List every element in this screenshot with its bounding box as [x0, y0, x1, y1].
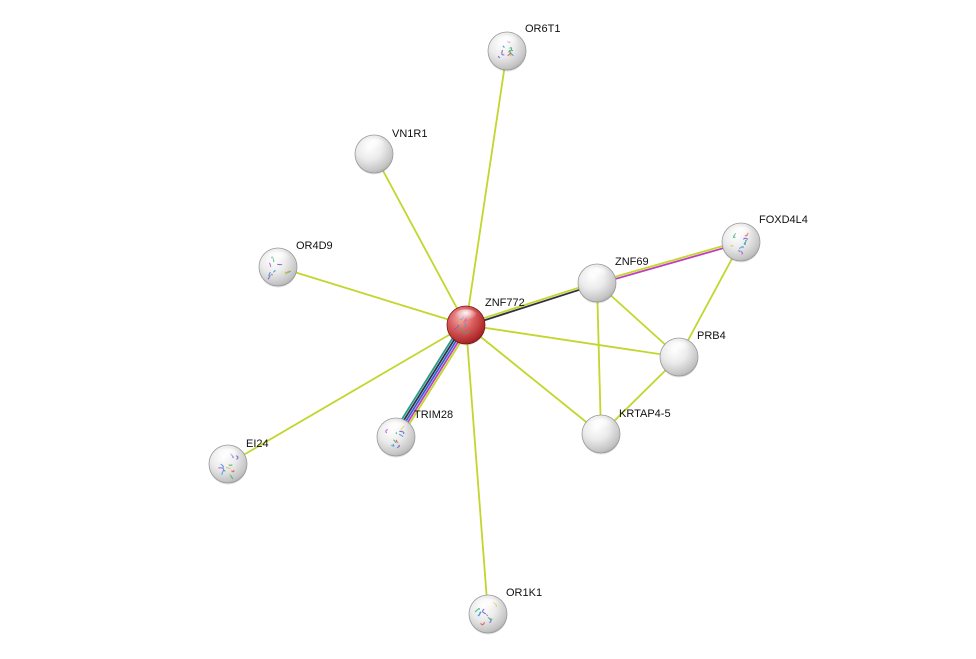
edge-ZNF69-KRTAP4-5[interactable] — [596, 282, 602, 435]
node-gloss — [216, 448, 240, 463]
node-gloss — [729, 226, 753, 241]
node-label: FOXD4L4 — [759, 214, 808, 226]
edge-evidence-textmining — [465, 50, 508, 326]
edge-ZNF772-TRIM28[interactable] — [391, 321, 471, 441]
edge-evidence-experiments — [596, 242, 743, 285]
node-label: EI24 — [246, 438, 269, 450]
edge-ZNF772-OR1K1[interactable] — [465, 324, 489, 615]
node-znf772[interactable]: ZNF772 — [446, 297, 525, 346]
edge-FOXD4L4-PRB4[interactable] — [678, 241, 742, 358]
node-gloss — [476, 598, 500, 613]
node-label: ZNF772 — [485, 297, 525, 309]
edge-evidence-textmining — [596, 282, 602, 435]
node-label: OR6T1 — [525, 23, 560, 35]
node-gloss — [495, 35, 519, 50]
edge-ZNF772-OR6T1[interactable] — [465, 50, 508, 326]
node-label: PRB4 — [697, 330, 726, 342]
edge-ZNF772-VN1R1[interactable] — [373, 153, 467, 326]
edge-ZNF772-OR4D9[interactable] — [277, 266, 467, 326]
edge-ZNF772-ZNF69[interactable] — [464, 281, 599, 327]
node-gloss — [585, 267, 609, 282]
node-or1k1[interactable]: OR1K1 — [468, 587, 542, 635]
node-znf69[interactable]: ZNF69 — [577, 256, 649, 304]
edge-evidence-textmining — [465, 324, 489, 615]
edge-evidence-textmining — [373, 153, 467, 326]
node-or6t1[interactable]: OR6T1 — [487, 23, 560, 72]
edge-evidence-textmining — [595, 240, 742, 283]
edge-evidence-textmining — [398, 326, 471, 441]
edge-ZNF69-FOXD4L4[interactable] — [595, 240, 743, 285]
node-foxd4l4[interactable]: FOXD4L4 — [721, 214, 808, 263]
node-label: ZNF69 — [615, 256, 649, 268]
edge-evidence-experiments — [396, 325, 469, 440]
node-gloss — [384, 421, 408, 436]
node-gloss — [362, 138, 386, 153]
edge-ZNF772-PRB4[interactable] — [465, 324, 680, 358]
edge-ZNF772-EI24[interactable] — [227, 324, 467, 465]
node-gloss — [266, 251, 290, 266]
node-label: KRTAP4-5 — [619, 408, 671, 420]
node-label: OR4D9 — [296, 240, 333, 252]
node-gloss — [454, 309, 478, 324]
edge-evidence-textmining — [277, 266, 467, 326]
edge-evidence-textmining — [465, 324, 602, 435]
node-gloss — [589, 418, 613, 433]
edge-evidence-coexpression — [465, 283, 599, 327]
edge-evidence-textmining — [465, 324, 680, 358]
edge-evidence-textmining — [227, 324, 467, 465]
node-ei24[interactable]: EI24 — [208, 438, 269, 485]
node-prb4[interactable]: PRB4 — [659, 330, 726, 378]
edges-layer — [227, 50, 743, 615]
node-gloss — [667, 341, 691, 356]
edge-ZNF772-KRTAP4-5[interactable] — [465, 324, 602, 435]
node-or4d9[interactable]: OR4D9 — [258, 240, 333, 288]
edge-evidence-homology — [391, 321, 464, 436]
node-label: VN1R1 — [392, 128, 427, 140]
edge-evidence-coexpression — [393, 322, 466, 437]
node-krtap4-5[interactable]: KRTAP4-5 — [581, 408, 671, 455]
edge-evidence-textmining — [678, 241, 742, 358]
edge-evidence-databases — [395, 324, 467, 438]
node-label: TRIM28 — [414, 409, 453, 421]
node-vn1r1[interactable]: VN1R1 — [354, 128, 427, 175]
edge-evidence-textmining — [464, 281, 598, 325]
node-label: OR1K1 — [506, 587, 542, 599]
node-trim28[interactable]: TRIM28 — [376, 409, 453, 458]
